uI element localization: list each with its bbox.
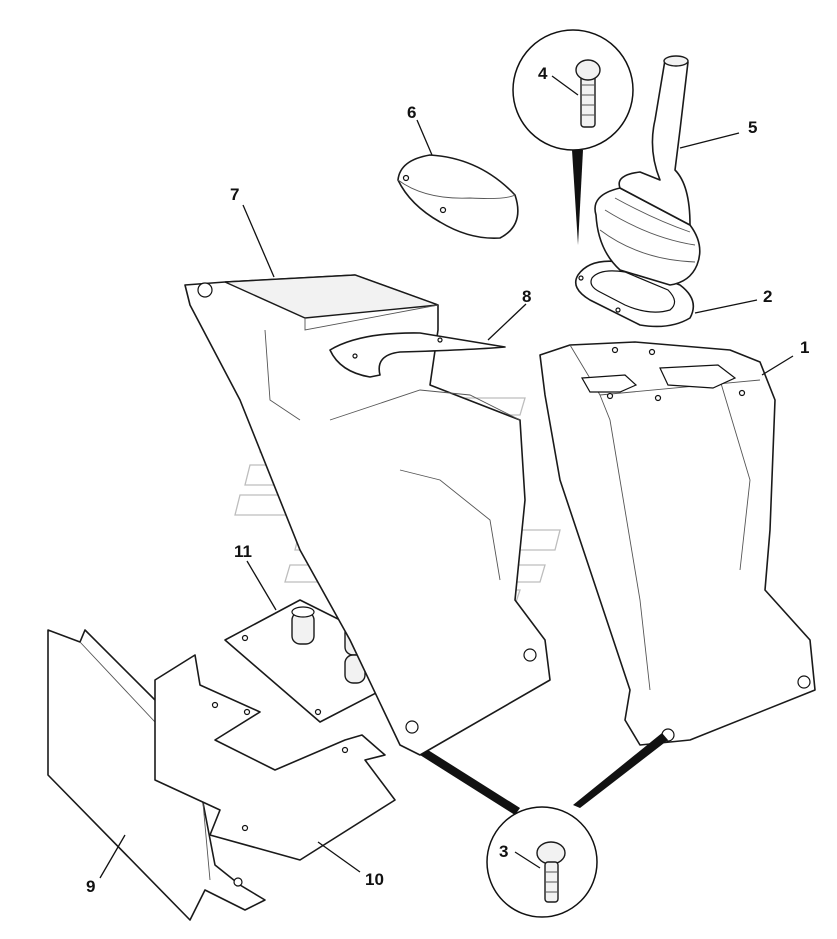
callout-2: 2 — [763, 287, 772, 306]
console-shroud-part-7 — [184, 274, 551, 756]
bottom-plate-part-10 — [154, 654, 396, 861]
leader-lines — [99, 75, 794, 879]
callout-10: 10 — [365, 870, 384, 889]
callout-8: 8 — [522, 287, 531, 306]
main-housing-part-1 — [539, 341, 816, 746]
cap-part-6 — [397, 154, 519, 239]
lever-boot-part-5 — [594, 55, 701, 286]
callout-6: 6 — [407, 103, 416, 122]
detail-circle-bolt-3 — [420, 733, 668, 918]
callout-9: 9 — [86, 877, 95, 896]
callout-7: 7 — [230, 185, 239, 204]
callout-5: 5 — [748, 118, 757, 137]
callout-1: 1 — [800, 338, 809, 357]
callout-11: 11 — [234, 542, 252, 561]
callout-4: 4 — [538, 64, 548, 83]
gasket-ring-part-2 — [574, 260, 695, 328]
callout-3: 3 — [499, 842, 508, 861]
c-bracket-part-8 — [329, 332, 506, 378]
detail-circle-screw-4 — [512, 29, 634, 245]
